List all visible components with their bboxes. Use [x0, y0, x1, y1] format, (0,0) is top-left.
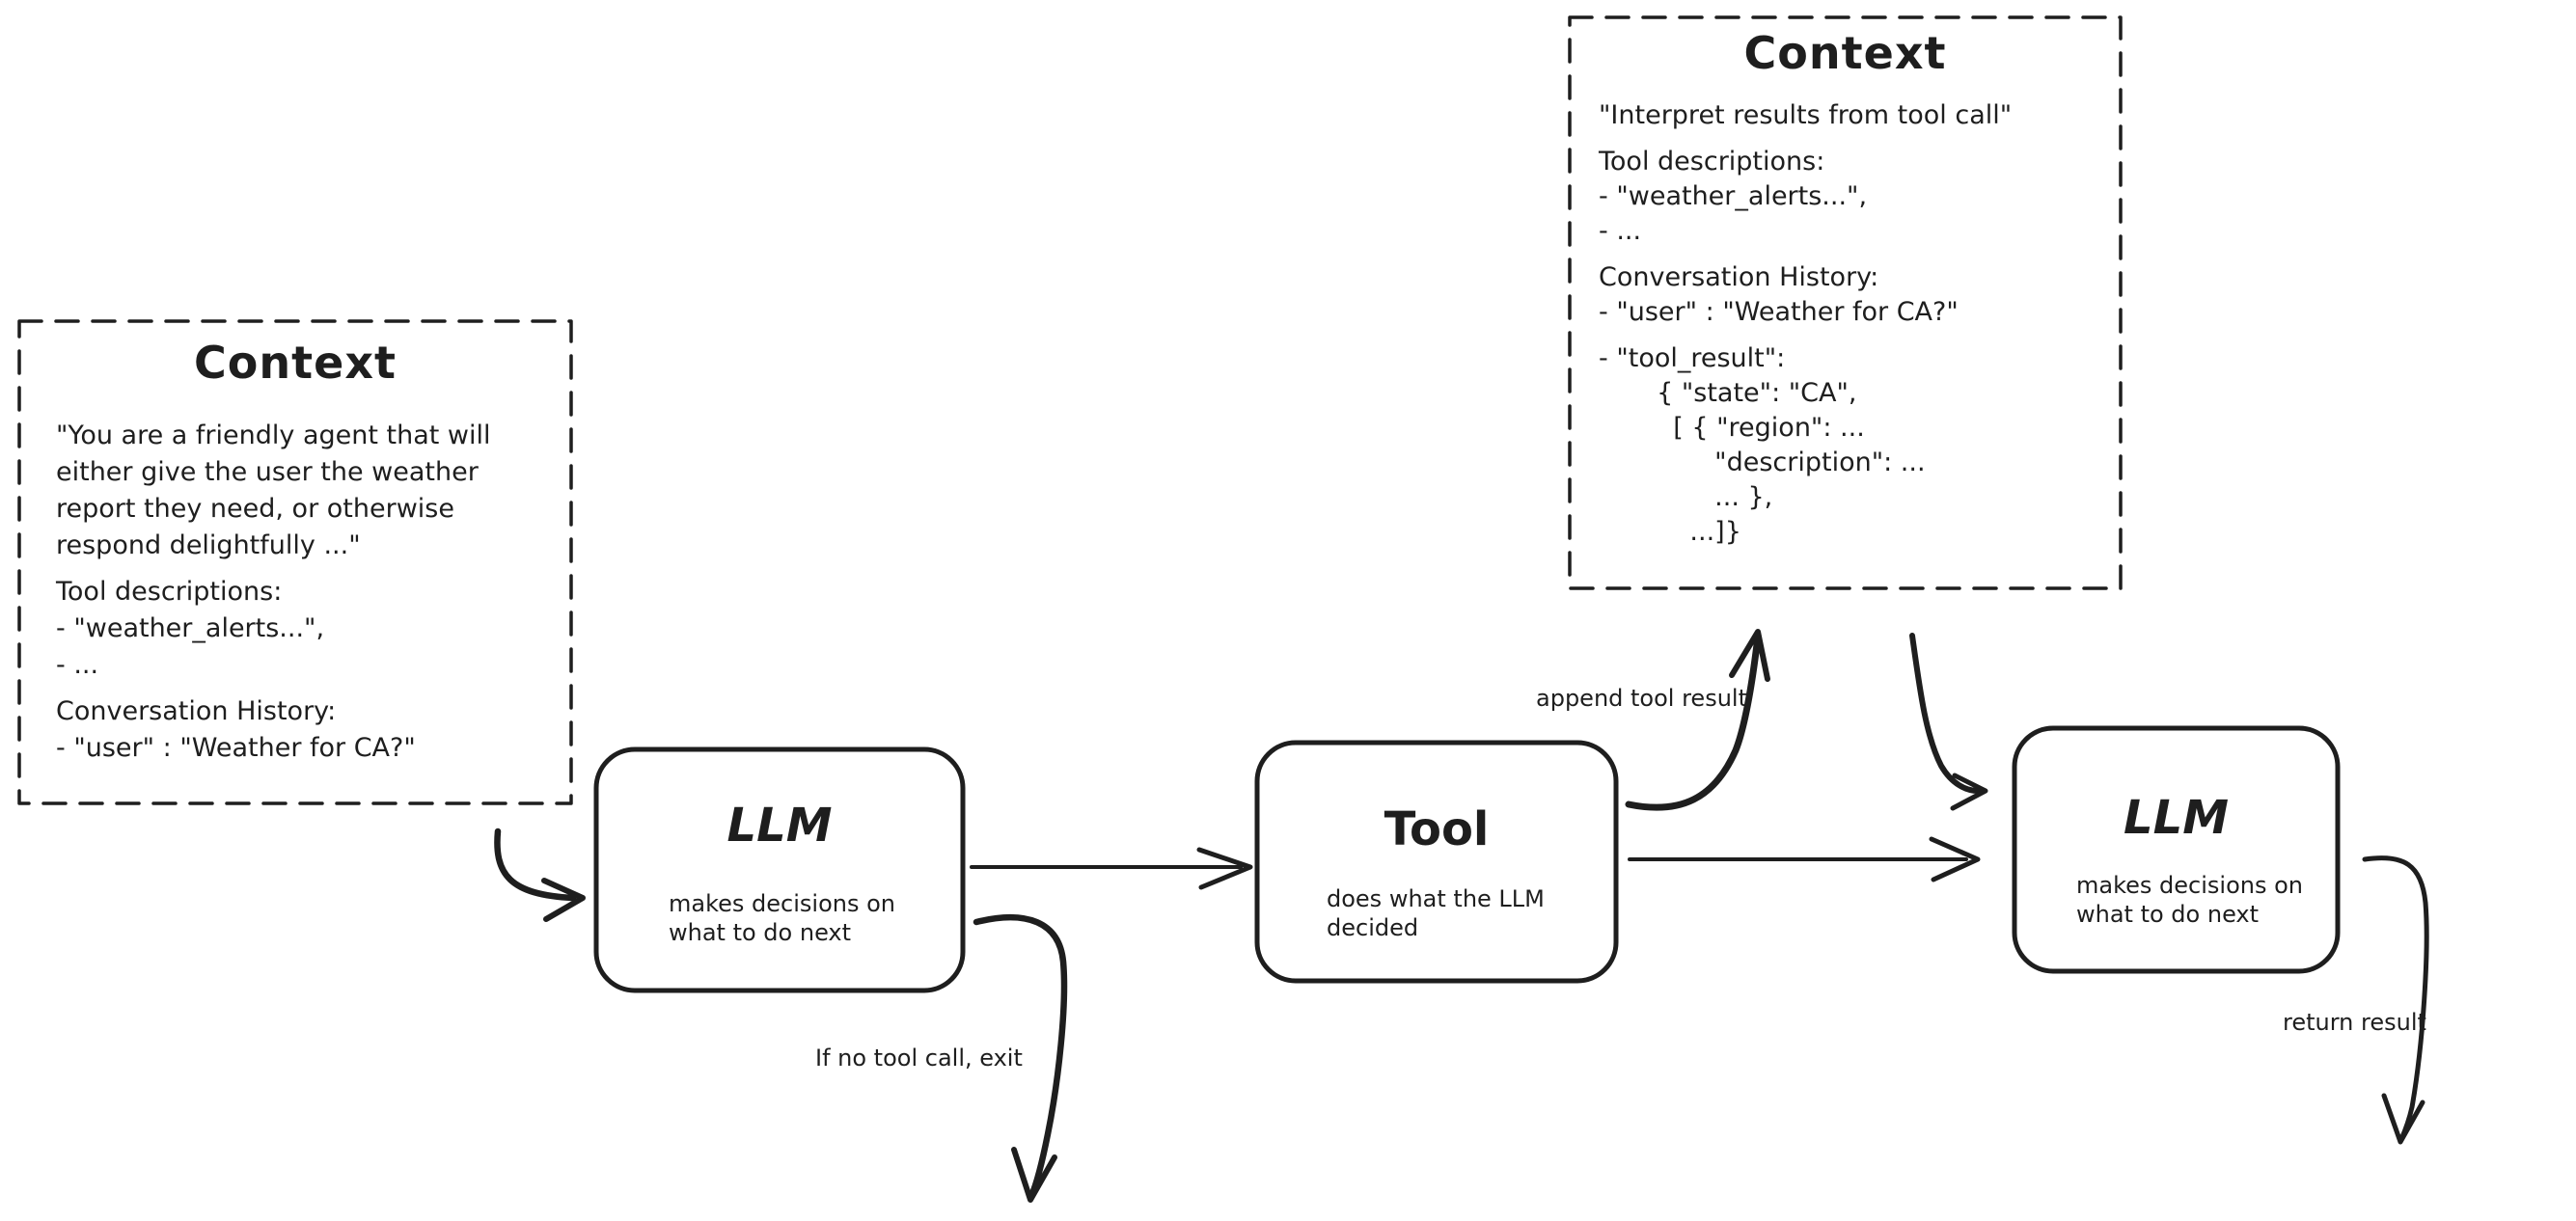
context-top-outline: [1568, 15, 2123, 590]
arrow-context-top-to-llm2-head: [1950, 773, 1988, 811]
arrow-tool-to-llm2-head: [1929, 836, 1981, 882]
arrow-tool-to-context-top: [1625, 629, 1770, 811]
arrow-context-left-to-llm1-shaft: [494, 828, 577, 902]
arrow-llm2-return: [2362, 855, 2429, 1145]
arrow-tool-to-context-top-shaft: [1625, 633, 1762, 811]
context-top-tool-descriptions: Tool descriptions: - "weather_alerts..."…: [1599, 147, 1868, 246]
arrow-context-top-to-llm2-shaft: [1909, 633, 1981, 794]
tool-node: Tool does what the LLM decided: [1257, 743, 1616, 981]
llm1-node: LLM makes decisions on what to do next: [596, 749, 963, 990]
arrow-llm1-exit-head: [1011, 1147, 1057, 1203]
arrow-llm1-exit-shaft: [973, 913, 1068, 1200]
tool-node-subtitle: does what the LLM decided: [1327, 885, 1545, 941]
arrow-context-top-to-llm2: [1909, 633, 1988, 811]
llm1-node-subtitle: makes decisions on what to do next: [669, 890, 895, 946]
arrow-tool-to-llm2: [1628, 836, 1981, 882]
llm1-node-title: LLM: [726, 799, 833, 853]
context-left-body: "You are a friendly agent that will eith…: [56, 418, 554, 767]
tool-node-outline: [1254, 740, 1619, 984]
edge-label-append-tool-result: append tool result: [1536, 685, 1747, 712]
context-left-system-prompt: "You are a friendly agent that will eith…: [56, 421, 491, 560]
context-left-conversation-history: Conversation History: - "user" : "Weathe…: [56, 696, 416, 763]
context-left-outline: [17, 319, 573, 805]
context-top-instruction: "Interpret results from tool call": [1599, 100, 2013, 130]
arrow-llm2-return-shaft: [2362, 855, 2429, 1142]
llm1-node-outline: [593, 746, 966, 993]
context-top-body: "Interpret results from tool call" Tool …: [1599, 98, 2107, 550]
context-left-title: Context: [194, 337, 397, 389]
edge-label-if-no-tool-call-exit: If no tool call, exit: [815, 1045, 1023, 1072]
arrow-llm1-exit: [973, 913, 1068, 1203]
arrow-llm1-to-tool: [970, 847, 1253, 890]
context-top-conversation-history: Conversation History: - "user" : "Weathe…: [1599, 262, 1959, 327]
tool-node-title: Tool: [1384, 802, 1490, 856]
arrow-tool-to-context-top-head: [1729, 629, 1770, 682]
llm2-node-title: LLM: [2124, 791, 2229, 845]
arrow-llm2-return-head: [2381, 1093, 2425, 1145]
context-top-box: Context "Interpret results from tool cal…: [1570, 17, 2121, 588]
arrow-context-left-to-llm1-head: [541, 878, 586, 922]
context-left-tool-descriptions: Tool descriptions: - "weather_alerts..."…: [56, 577, 325, 680]
llm2-node-subtitle: makes decisions on what to do next: [2076, 872, 2303, 928]
llm2-node: LLM makes decisions on what to do next: [2014, 728, 2338, 971]
context-left-box: Context "You are a friendly agent that w…: [19, 321, 571, 803]
context-top-tool-result: - "tool_result": { "state": "CA", [ { "r…: [1599, 343, 1926, 547]
context-top-title: Context: [1743, 27, 1947, 79]
arrow-context-left-to-llm1: [494, 828, 586, 922]
arrow-llm1-to-tool-head: [1196, 847, 1253, 890]
edge-label-return-result: return result: [2283, 1009, 2426, 1036]
llm2-node-outline: [2012, 725, 2341, 974]
